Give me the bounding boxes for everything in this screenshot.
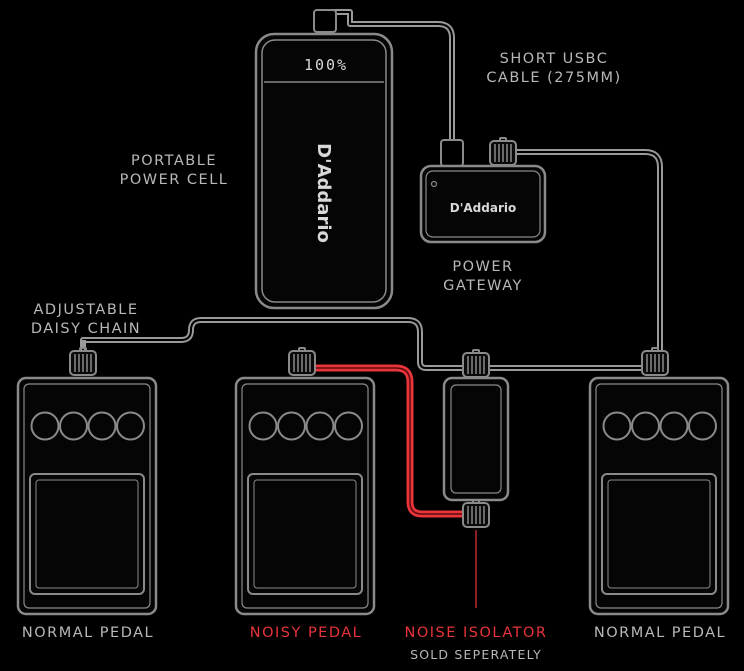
isolator-input-connector: [462, 349, 490, 378]
pedal-knob: [30, 411, 60, 441]
pedal-footswitch: [35, 479, 139, 589]
gateway-label: POWER GATEWAY: [428, 258, 538, 296]
usbc-cable-label-line2: CABLE (275MM): [486, 70, 622, 86]
pedal-noisy: [234, 347, 376, 616]
usbc-plug-top: [313, 9, 337, 33]
pedal-knob: [688, 411, 717, 441]
usbc-cable: [313, 9, 464, 167]
pedal-knob: [277, 411, 306, 441]
gateway-output-cable: [517, 149, 663, 352]
isolator-sublabel: SOLD SEPERATELY: [410, 647, 542, 662]
pedal-knob: [305, 411, 335, 441]
gateway-output-connector: [489, 137, 517, 166]
power-cell-label-line1: PORTABLE: [130, 153, 217, 169]
pedal-label-left: NORMAL PEDAL: [21, 625, 155, 641]
isolator-output-connector: [462, 499, 490, 528]
power-gateway: D'Addario: [419, 164, 547, 244]
pedal-knob: [248, 411, 278, 441]
pedal-power-jack: [288, 347, 316, 376]
pedal-knob: [87, 411, 117, 441]
power-cell-brand-logo: D'Addario: [313, 143, 334, 243]
gateway-label-line2: GATEWAY: [443, 278, 523, 294]
gateway-label-line1: POWER: [452, 259, 514, 275]
daisy-chain-cable: [80, 317, 663, 371]
pedal-knob: [59, 411, 88, 441]
pedal-footswitch: [607, 479, 711, 589]
noise-isolator: [442, 349, 510, 608]
usbc-cable-label-line1: SHORT USBC: [499, 51, 609, 67]
daisy-chain-label: ADJUSTABLE DAISY CHAIN: [24, 301, 148, 339]
pedal-footswitch-panel: [601, 473, 717, 595]
gateway-brand-logo: D'Addario: [450, 201, 516, 215]
daisy-chain-label-line2: DAISY CHAIN: [30, 321, 142, 337]
usbc-plug-gateway: [440, 139, 464, 167]
isolator-label: NOISE ISOLATOR: [404, 625, 548, 641]
pedal-knob: [602, 411, 632, 441]
portable-power-cell: 100% D'Addario: [254, 32, 394, 310]
pedal-power-jack: [69, 347, 97, 376]
power-cell-label: PORTABLE POWER CELL: [116, 152, 232, 190]
pedal-knob: [631, 411, 660, 441]
pedal-knob: [334, 411, 363, 441]
gateway-led: [430, 180, 438, 188]
pedal-knob: [659, 411, 689, 441]
daisy-chain-label-line1: ADJUSTABLE: [33, 302, 139, 318]
pedal-right: [588, 347, 730, 616]
battery-percentage-display: 100%: [304, 56, 348, 74]
noisy-pedal-cable: [312, 364, 464, 518]
pedal-left: [16, 347, 158, 616]
usbc-cable-label: SHORT USBC CABLE (275MM): [478, 50, 630, 88]
power-cell-label-line2: POWER CELL: [119, 172, 229, 188]
pedal-knob: [116, 411, 145, 441]
pedal-footswitch-panel: [247, 473, 363, 595]
pedal-footswitch: [253, 479, 357, 589]
pedal-label-noisy: NOISY PEDAL: [249, 625, 363, 641]
pedal-label-right: NORMAL PEDAL: [593, 625, 727, 641]
pedal-footswitch-panel: [29, 473, 145, 595]
pedal-power-jack: [641, 347, 669, 376]
